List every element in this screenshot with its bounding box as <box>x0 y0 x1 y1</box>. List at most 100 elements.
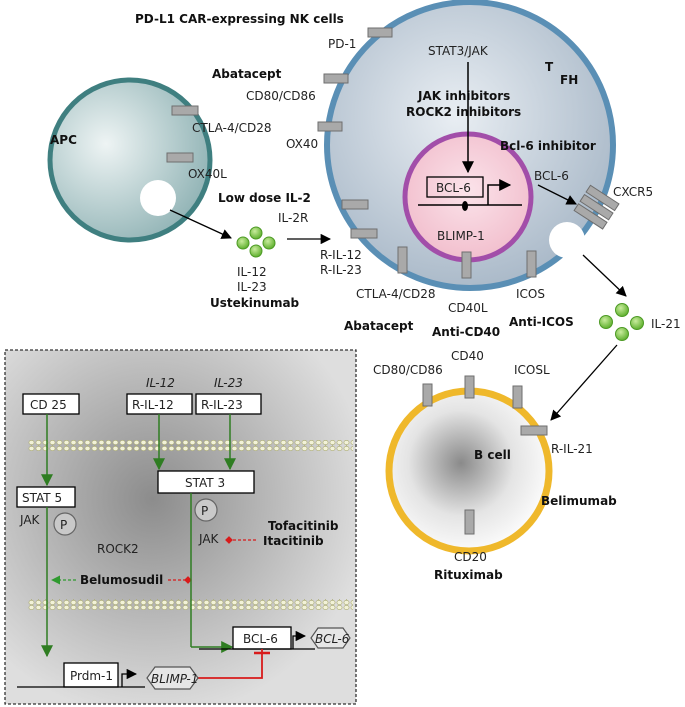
inset-rock2: ROCK2 <box>97 542 139 556</box>
tfh-receptor-ctla4-cd28 <box>397 246 408 274</box>
inset-stat3-box <box>157 470 255 494</box>
inset-bcl6-gene-shape <box>310 627 351 649</box>
apc-receptor-ox40l <box>166 152 194 163</box>
bcell-receptor-cd80-cd86 <box>422 383 433 407</box>
inset-r-il23-box <box>195 393 262 415</box>
inset-bcl6-protein-label: BCL-6 <box>243 632 278 646</box>
label-belumosudil: Belumosudil <box>80 573 163 587</box>
apc-receptor-ctla4-cd28 <box>171 105 199 116</box>
label-il21: IL-21 <box>651 317 681 331</box>
nucleus-blimp1-block <box>462 201 468 211</box>
label-il2r: IL-2R <box>278 211 308 225</box>
label-itacitinib: Itacitinib <box>263 534 324 548</box>
nucleus-bcl6-label: BCL-6 <box>436 181 471 195</box>
il12-il23-cytokines <box>236 226 276 258</box>
inset-r-il12-label: R-IL-12 <box>132 398 174 412</box>
inset-stat3-label: STAT 3 <box>185 476 225 490</box>
bcell-receptor-cd20 <box>464 509 475 535</box>
nucleus-blimp1-label: BLIMP-1 <box>437 229 485 243</box>
tfh-receptor-cd80-cd86 <box>323 73 349 84</box>
inset-blimp1-gene-shape <box>146 666 199 690</box>
inset-plasma-membrane <box>28 440 353 451</box>
inset-prdm1-box <box>63 662 119 688</box>
inset-cd25-box <box>22 393 80 415</box>
label-ustekinumab: Ustekinumab <box>210 296 300 310</box>
label-abatacept-bottom: Abatacept <box>344 319 414 333</box>
label-r-il12: R-IL-12 <box>320 248 362 262</box>
label-bcl6-inhibitor: Bcl-6 inhibitor <box>500 139 596 153</box>
nucleus-transcription-arrow <box>487 179 512 205</box>
bcl6-cxcr5-arrow <box>537 184 577 205</box>
label-r-il23: R-IL-23 <box>320 263 362 277</box>
tfh-receptor-il2r <box>341 199 369 210</box>
label-icos: ICOS <box>516 287 545 301</box>
label-il23: IL-23 <box>237 280 267 294</box>
label-ctla4-cd28: CTLA-4/CD28 <box>356 287 436 301</box>
inset-p-left-label: P <box>60 518 67 532</box>
label-pdl1-car-nk: PD-L1 CAR-expressing NK cells <box>135 12 344 26</box>
inset-bcl6-gene-label: BCL-6 <box>315 632 350 646</box>
inset-p-right-label: P <box>201 504 208 518</box>
apc-ctla4-cd28-label: CTLA-4/CD28 <box>192 121 272 135</box>
apc-to-cytokines-arrow <box>169 209 232 239</box>
label-anti-icos: Anti-ICOS <box>509 315 574 329</box>
label-jak-inhibitors: JAK inhibitors <box>417 89 510 103</box>
tfh-title: T <box>545 60 554 74</box>
tfh-to-il21-arrow <box>582 254 627 297</box>
label-bcell-r-il21: R-IL-21 <box>551 442 593 456</box>
label-anti-cd40: Anti-CD40 <box>432 325 500 339</box>
il21-to-bcell-arrow <box>550 344 618 421</box>
inset-prdm1-promoter-arrow <box>121 668 138 687</box>
tfh-receptor-cxcr5 <box>573 184 620 230</box>
inset-ligand-il12: IL-12 <box>146 376 175 390</box>
label-bcell-cd40: CD40 <box>451 349 484 363</box>
nucleus-bcl6-box <box>426 176 484 198</box>
inset-prdm1-label: Prdm-1 <box>70 669 113 683</box>
inset-cd25-label: CD 25 <box>30 398 67 412</box>
label-abatacept-top: Abatacept <box>212 67 282 81</box>
inset-jak-right: JAK <box>198 532 220 546</box>
bcell-title: B cell <box>474 448 511 462</box>
bcell-receptor-icosl <box>512 385 523 409</box>
tfh-receptor-il12-il23 <box>350 228 378 239</box>
label-cxcr5: CXCR5 <box>613 185 653 199</box>
apc-ox40l-label: OX40L <box>188 167 227 181</box>
label-ox40: OX40 <box>286 137 318 151</box>
label-bcell-cd80-cd86: CD80/CD86 <box>373 363 443 377</box>
apc-secretion-vesicle <box>140 180 176 216</box>
label-rituximab: Rituximab <box>434 568 503 582</box>
bcell-receptor-cd40 <box>464 375 475 399</box>
label-bcl6-output: BCL-6 <box>534 169 569 183</box>
label-rock2-inhibitors: ROCK2 inhibitors <box>406 105 521 119</box>
tfh-receptor-cd40l <box>461 251 472 279</box>
bcell-receptor-r-il21 <box>520 425 548 436</box>
tfh-secretion-vesicle <box>549 222 585 258</box>
tfh-receptor-ox40 <box>317 121 343 132</box>
inset-bcl6-promoter-arrow <box>292 630 307 649</box>
inset-r-il23-label: R-IL-23 <box>201 398 243 412</box>
label-bcell-icosl: ICOSL <box>514 363 550 377</box>
apc-title: APC <box>50 133 77 147</box>
label-tofacitinib: Tofacitinib <box>268 519 339 533</box>
inset-ligand-il23: IL-23 <box>214 376 243 390</box>
label-bcell-cd20: CD20 <box>454 550 487 564</box>
bcl6-repression-line <box>198 649 263 679</box>
label-belimumab: Belimumab <box>541 494 617 508</box>
inset-phosphate-left <box>53 512 77 536</box>
label-il12: IL-12 <box>237 265 267 279</box>
label-cd40l: CD40L <box>448 301 488 315</box>
il21-cytokines <box>599 303 644 341</box>
inset-phosphate-right <box>194 498 218 522</box>
tfh-receptor-icos <box>526 250 537 278</box>
label-stat3-jak: STAT3/JAK <box>428 44 489 58</box>
label-low-dose-il2: Low dose IL-2 <box>218 191 311 205</box>
label-pd1: PD-1 <box>328 37 356 51</box>
tfh-receptor-pd1 <box>367 27 393 38</box>
label-cd80-cd86: CD80/CD86 <box>246 89 316 103</box>
inset-blimp1-gene-label: BLIMP-1 <box>151 672 198 686</box>
inset-jak-left: JAK <box>19 513 41 527</box>
tfh-subscript: FH <box>560 73 578 87</box>
inset-stat5-box <box>16 486 76 508</box>
inset-stat5-label: STAT 5 <box>22 491 62 505</box>
